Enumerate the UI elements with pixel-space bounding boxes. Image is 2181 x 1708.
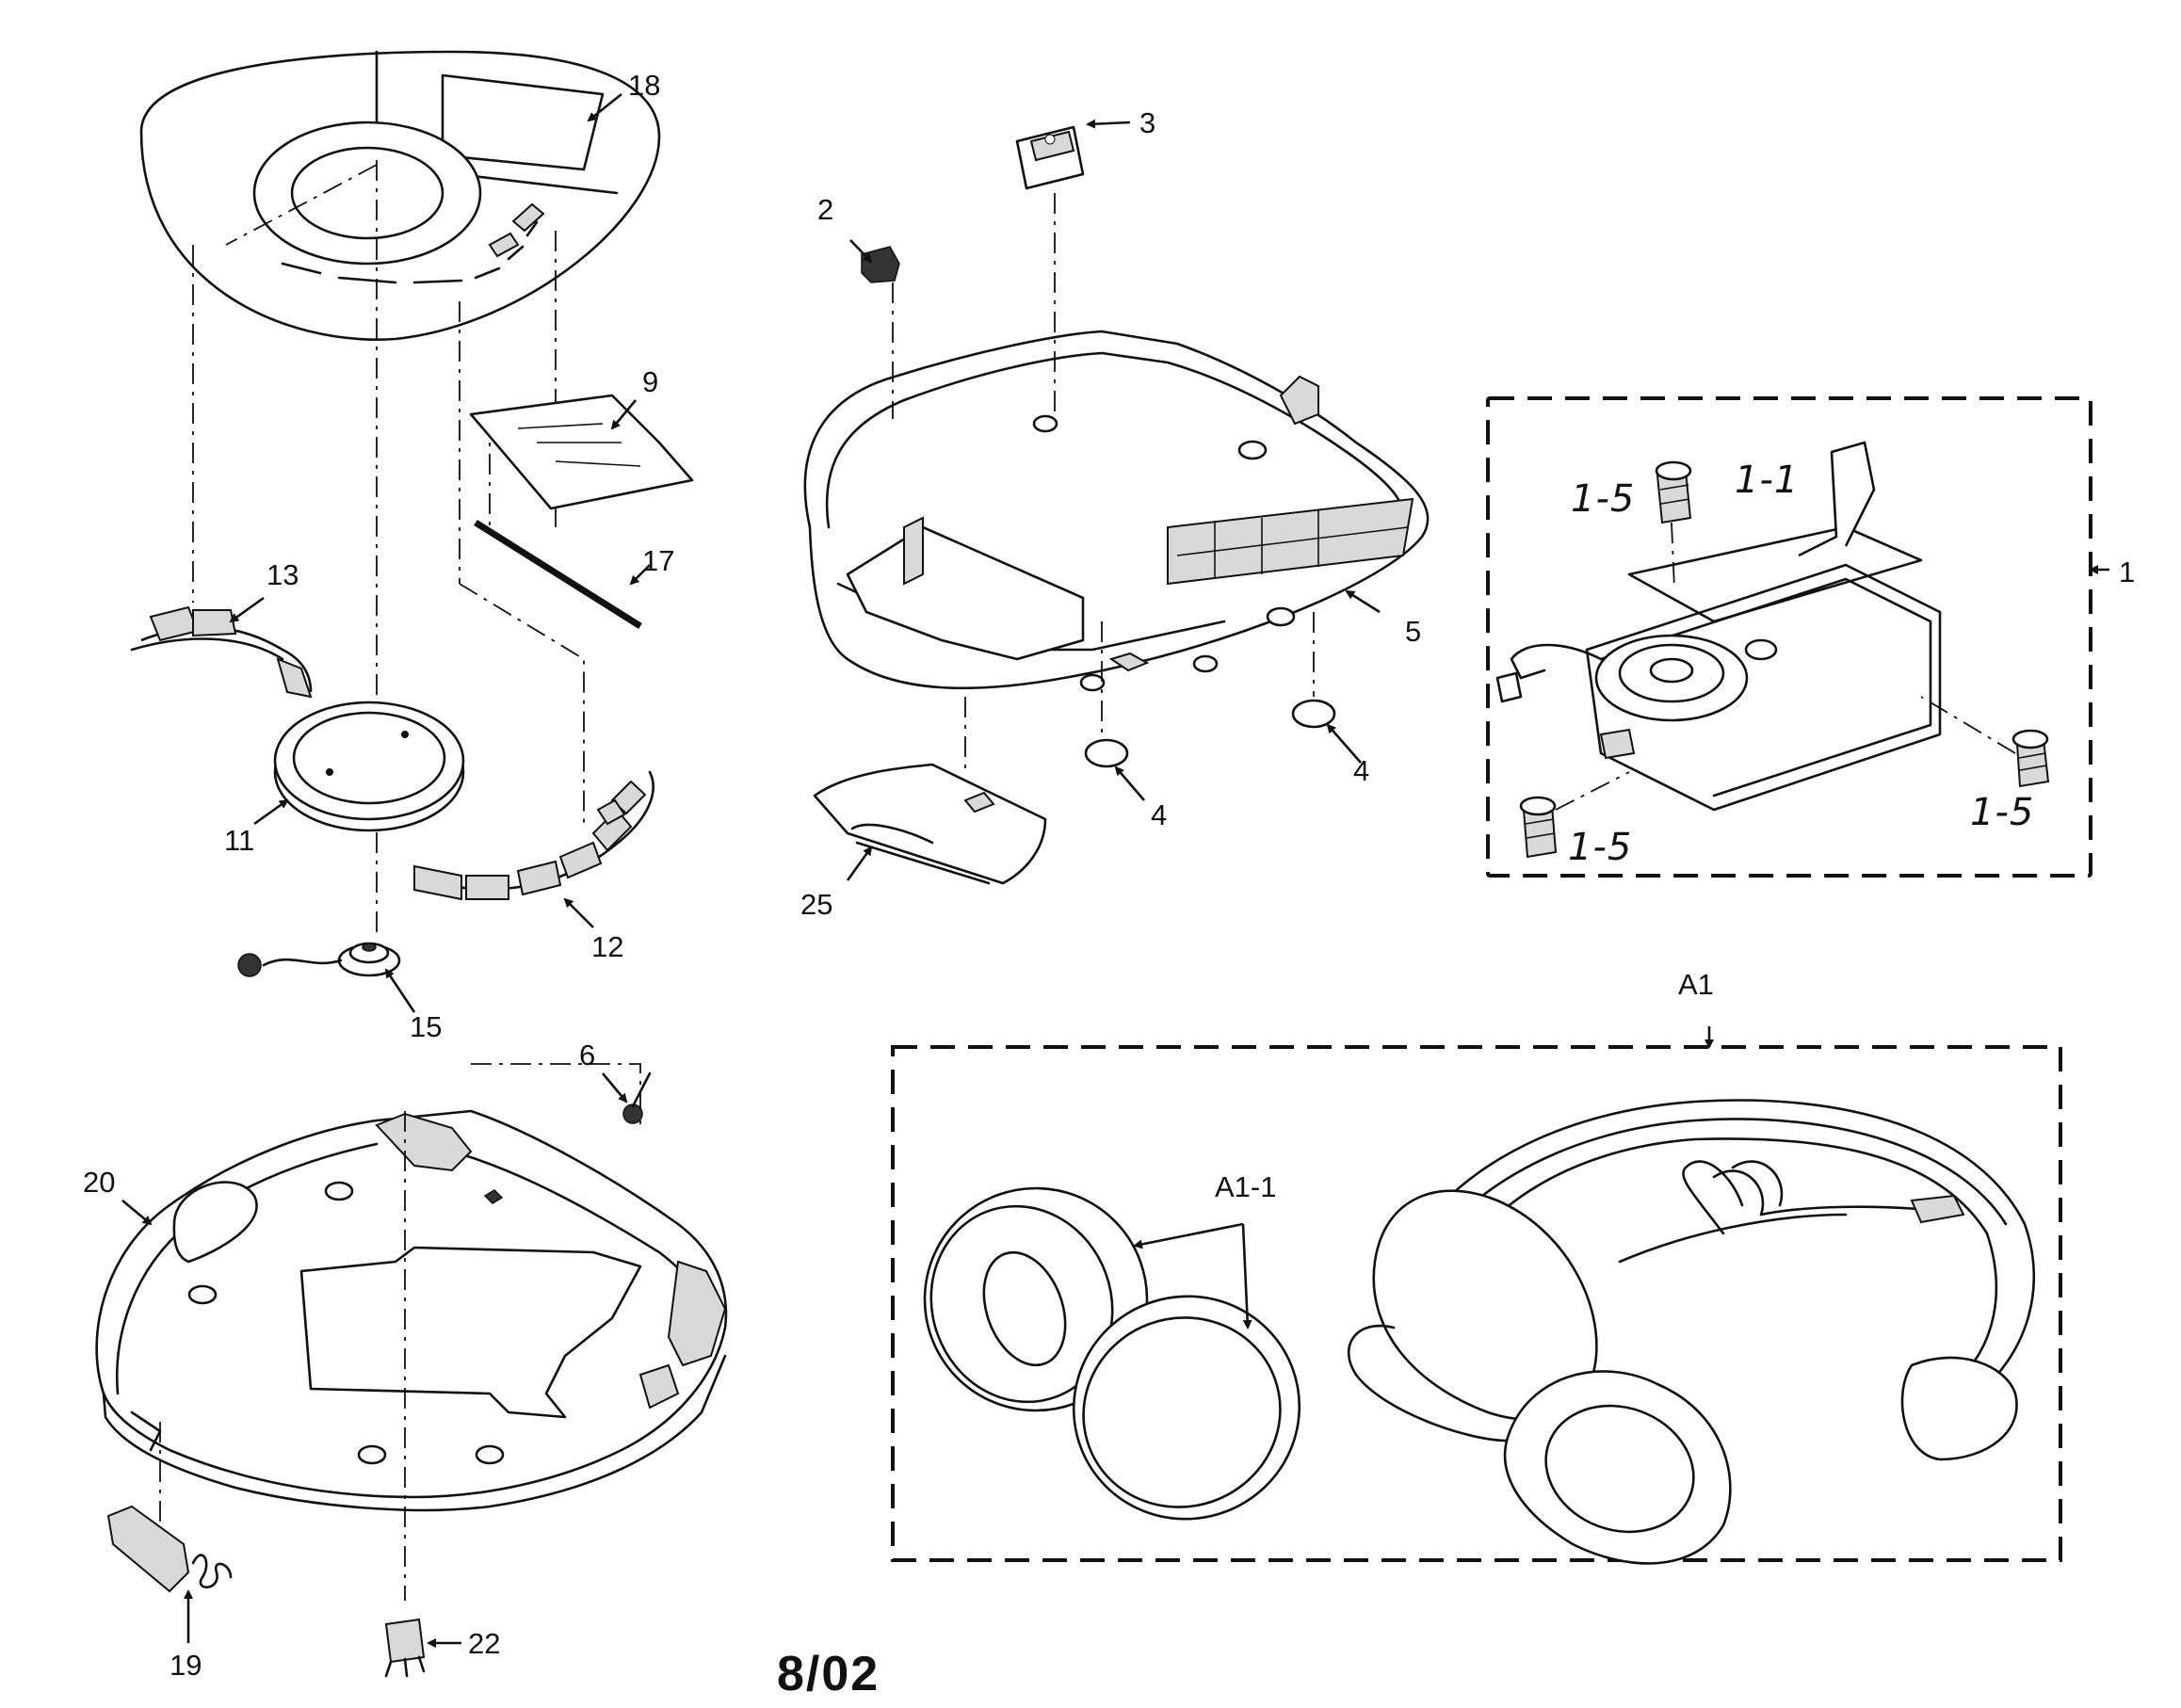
foot-part-4 <box>1084 699 1336 768</box>
motor-part-15 <box>237 942 401 977</box>
switch-part-19 <box>106 1505 233 1593</box>
headphones-part-a1 <box>1347 1099 2036 1565</box>
label-part-25: 25 <box>800 888 833 921</box>
label-part-1-5-right: 1-5 <box>1970 791 2035 834</box>
battery-lid-part-25 <box>813 763 1047 885</box>
connector-part-22 <box>384 1618 426 1678</box>
button-set-part-12 <box>412 770 654 901</box>
label-part-15: 15 <box>410 1010 443 1043</box>
label-part-1-5-bottom: 1-5 <box>1568 826 1633 869</box>
pickup-assembly-box <box>1486 396 2092 878</box>
label-part-13: 13 <box>267 558 299 591</box>
disc-plate-part-11 <box>273 701 465 832</box>
label-part-4b: 4 <box>1353 754 1370 787</box>
top-cover-part-18 <box>139 50 661 341</box>
bracket-part-3 <box>1015 125 1085 190</box>
pickup-assembly-part-1 <box>1495 441 1942 812</box>
label-part-22: 22 <box>468 1627 501 1660</box>
pickup-leader-lines <box>1555 522 2016 811</box>
ear-pad-part-a1-1 <box>923 1186 1301 1521</box>
label-part-17: 17 <box>642 544 675 577</box>
label-part-1-1: 1-1 <box>1735 459 1800 502</box>
button-set-part-13 <box>130 605 313 699</box>
revision-date: 8/02 <box>777 1647 880 1701</box>
chassis-part-5 <box>803 330 1430 692</box>
label-part-1-5-top: 1-5 <box>1571 477 1636 521</box>
label-part-6: 6 <box>579 1039 596 1072</box>
label-part-11: 11 <box>224 824 255 857</box>
switch-part-2 <box>861 246 900 283</box>
label-part-20: 20 <box>83 1166 116 1199</box>
label-part-12: 12 <box>591 930 624 963</box>
label-part-9: 9 <box>642 365 659 398</box>
label-part-2: 2 <box>817 193 834 226</box>
label-part-18: 18 <box>628 69 661 102</box>
label-part-1: 1 <box>2119 556 2136 588</box>
label-part-4a: 4 <box>1151 798 1168 831</box>
callout-arrows <box>121 92 2109 1648</box>
label-part-a1: A1 <box>1678 968 1714 1001</box>
label-part-19: 19 <box>170 1649 202 1682</box>
label-part-a1-1: A1-1 <box>1215 1170 1277 1203</box>
strip-part-17 <box>474 520 642 629</box>
spring-part-6 <box>622 1072 652 1124</box>
screw-parts-1-5 <box>1519 460 2050 859</box>
chassis-leader-lines <box>892 193 1315 772</box>
lower-chassis-part-20 <box>95 1109 728 1512</box>
label-part-5: 5 <box>1405 615 1422 648</box>
cover-sheet-part-9 <box>469 394 694 510</box>
label-part-3: 3 <box>1139 106 1156 139</box>
headphones-box <box>891 1045 2062 1562</box>
